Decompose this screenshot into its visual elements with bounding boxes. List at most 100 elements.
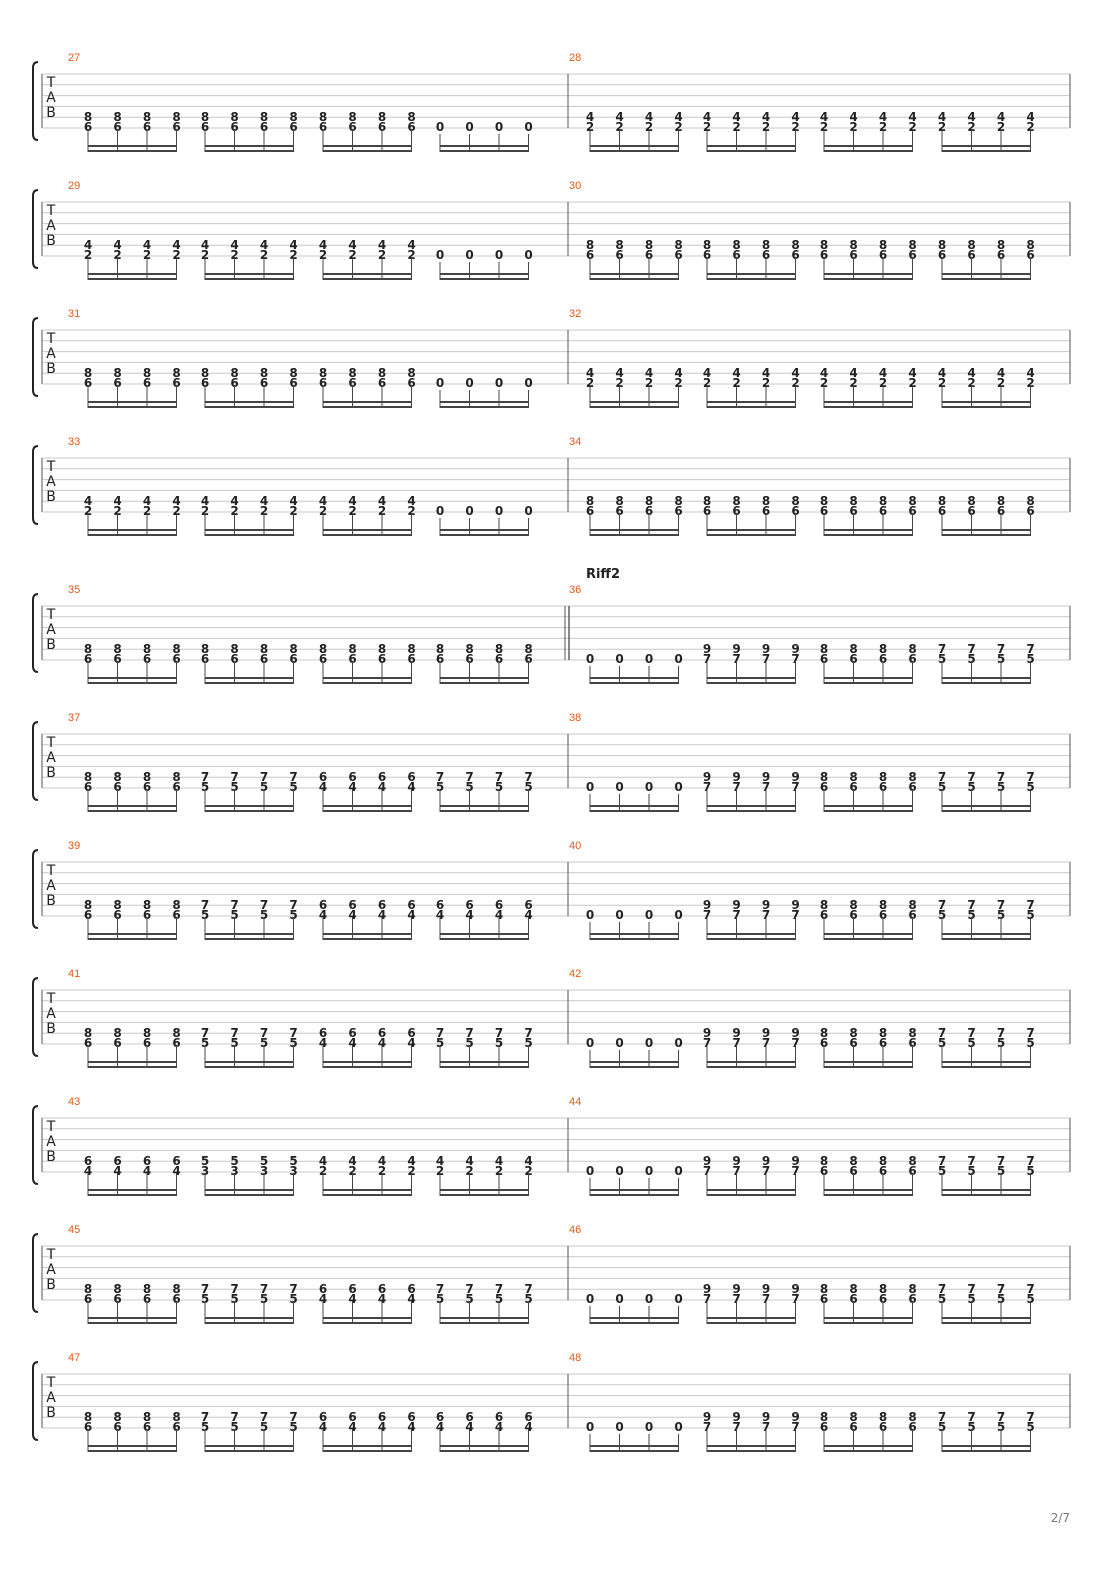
fret-number: 2: [289, 248, 297, 262]
fret-number: 4: [172, 238, 180, 252]
fret-number: 5: [938, 908, 946, 922]
fret-number: 8: [201, 642, 209, 656]
fret-number: 8: [172, 110, 180, 124]
fret-number: 5: [201, 908, 209, 922]
fret-number: 2: [201, 504, 209, 518]
fret-number: 6: [348, 652, 356, 666]
fret-number: 9: [762, 1282, 770, 1296]
fret-number: 6: [849, 652, 857, 666]
fret-number: 8: [791, 494, 799, 508]
fret-number: 8: [407, 366, 415, 380]
tab-clef-letter: T: [46, 1119, 56, 1135]
fret-number: 2: [997, 376, 1005, 390]
fret-number: 7: [260, 1410, 268, 1424]
system-bracket: [32, 445, 39, 525]
fret-number: 6: [172, 908, 180, 922]
fret-number: 6: [84, 376, 92, 390]
fret-number: 4: [378, 1154, 386, 1168]
fret-number: 7: [201, 770, 209, 784]
fret-number: 7: [938, 642, 946, 656]
fret-number: 4: [465, 1420, 473, 1434]
fret-number: 2: [524, 1164, 532, 1178]
fret-number: 7: [1026, 898, 1034, 912]
fret-number: 7: [436, 1282, 444, 1296]
fret-number: 5: [495, 780, 503, 794]
fret-number: 8: [143, 366, 151, 380]
fret-number: 5: [230, 780, 238, 794]
tab-clef-letter: B: [46, 1277, 56, 1293]
fret-number: 6: [113, 652, 121, 666]
fret-number: 7: [201, 1026, 209, 1040]
fret-number: 6: [143, 120, 151, 134]
fret-number: 7: [230, 1282, 238, 1296]
fret-number: 2: [348, 248, 356, 262]
fret-number: 6: [1026, 248, 1034, 262]
tab-clef-letter: A: [46, 622, 56, 638]
fret-number: 9: [703, 642, 711, 656]
fret-number: 6: [849, 1292, 857, 1306]
fret-number: 5: [997, 1036, 1005, 1050]
fret-number: 8: [436, 642, 444, 656]
fret-number: 4: [378, 1292, 386, 1306]
fret-number: 5: [524, 780, 532, 794]
fret-number: 6: [378, 652, 386, 666]
fret-number: 4: [319, 780, 327, 794]
fret-number: 8: [967, 238, 975, 252]
fret-number: 4: [495, 1420, 503, 1434]
fret-number: 8: [319, 366, 327, 380]
fret-number: 2: [674, 120, 682, 134]
fret-number: 9: [703, 770, 711, 784]
fret-number: 7: [289, 898, 297, 912]
measure-number: 30: [569, 180, 581, 192]
fret-number: 7: [230, 898, 238, 912]
fret-number: 4: [407, 780, 415, 794]
fret-number: 5: [260, 1036, 268, 1050]
fret-number: 5: [1026, 1420, 1034, 1434]
fret-number: 2: [586, 120, 594, 134]
fret-number: 8: [820, 1154, 828, 1168]
fret-number: 7: [703, 652, 711, 666]
measure-number: 40: [569, 840, 581, 852]
fret-number: 6: [407, 652, 415, 666]
fret-number: 6: [201, 652, 209, 666]
fret-number: 8: [84, 898, 92, 912]
fret-number: 4: [849, 366, 857, 380]
fret-number: 7: [967, 770, 975, 784]
fret-number: 8: [615, 238, 623, 252]
fret-number: 6: [407, 120, 415, 134]
measure-number: 32: [569, 308, 581, 320]
fret-number: 4: [348, 780, 356, 794]
fret-number: 8: [879, 642, 887, 656]
fret-number: 8: [732, 494, 740, 508]
fret-number: 4: [84, 238, 92, 252]
fret-number: 4: [378, 494, 386, 508]
fret-number: 4: [348, 1292, 356, 1306]
fret-number: 8: [645, 238, 653, 252]
fret-number: 8: [908, 1026, 916, 1040]
system-bracket: [32, 1361, 39, 1441]
fret-number: 8: [645, 494, 653, 508]
fret-number: 6: [407, 1410, 415, 1424]
fret-number: 7: [967, 642, 975, 656]
fret-number: 6: [674, 248, 682, 262]
fret-number: 4: [674, 110, 682, 124]
system-bracket: [32, 317, 39, 397]
fret-number: 0: [436, 504, 444, 518]
fret-number: 8: [674, 494, 682, 508]
fret-number: 0: [645, 908, 653, 922]
fret-number: 8: [908, 1410, 916, 1424]
fret-number: 0: [495, 376, 503, 390]
fret-number: 7: [791, 652, 799, 666]
tab-clef-letter: B: [46, 233, 56, 249]
fret-number: 7: [762, 1292, 770, 1306]
fret-number: 4: [348, 1420, 356, 1434]
fret-number: 0: [495, 504, 503, 518]
fret-number: 6: [143, 1292, 151, 1306]
fret-number: 4: [407, 1292, 415, 1306]
fret-number: 2: [495, 1164, 503, 1178]
fret-number: 6: [113, 1036, 121, 1050]
fret-number: 5: [495, 1292, 503, 1306]
fret-number: 5: [997, 1292, 1005, 1306]
fret-number: 7: [495, 770, 503, 784]
fret-number: 6: [143, 1154, 151, 1168]
